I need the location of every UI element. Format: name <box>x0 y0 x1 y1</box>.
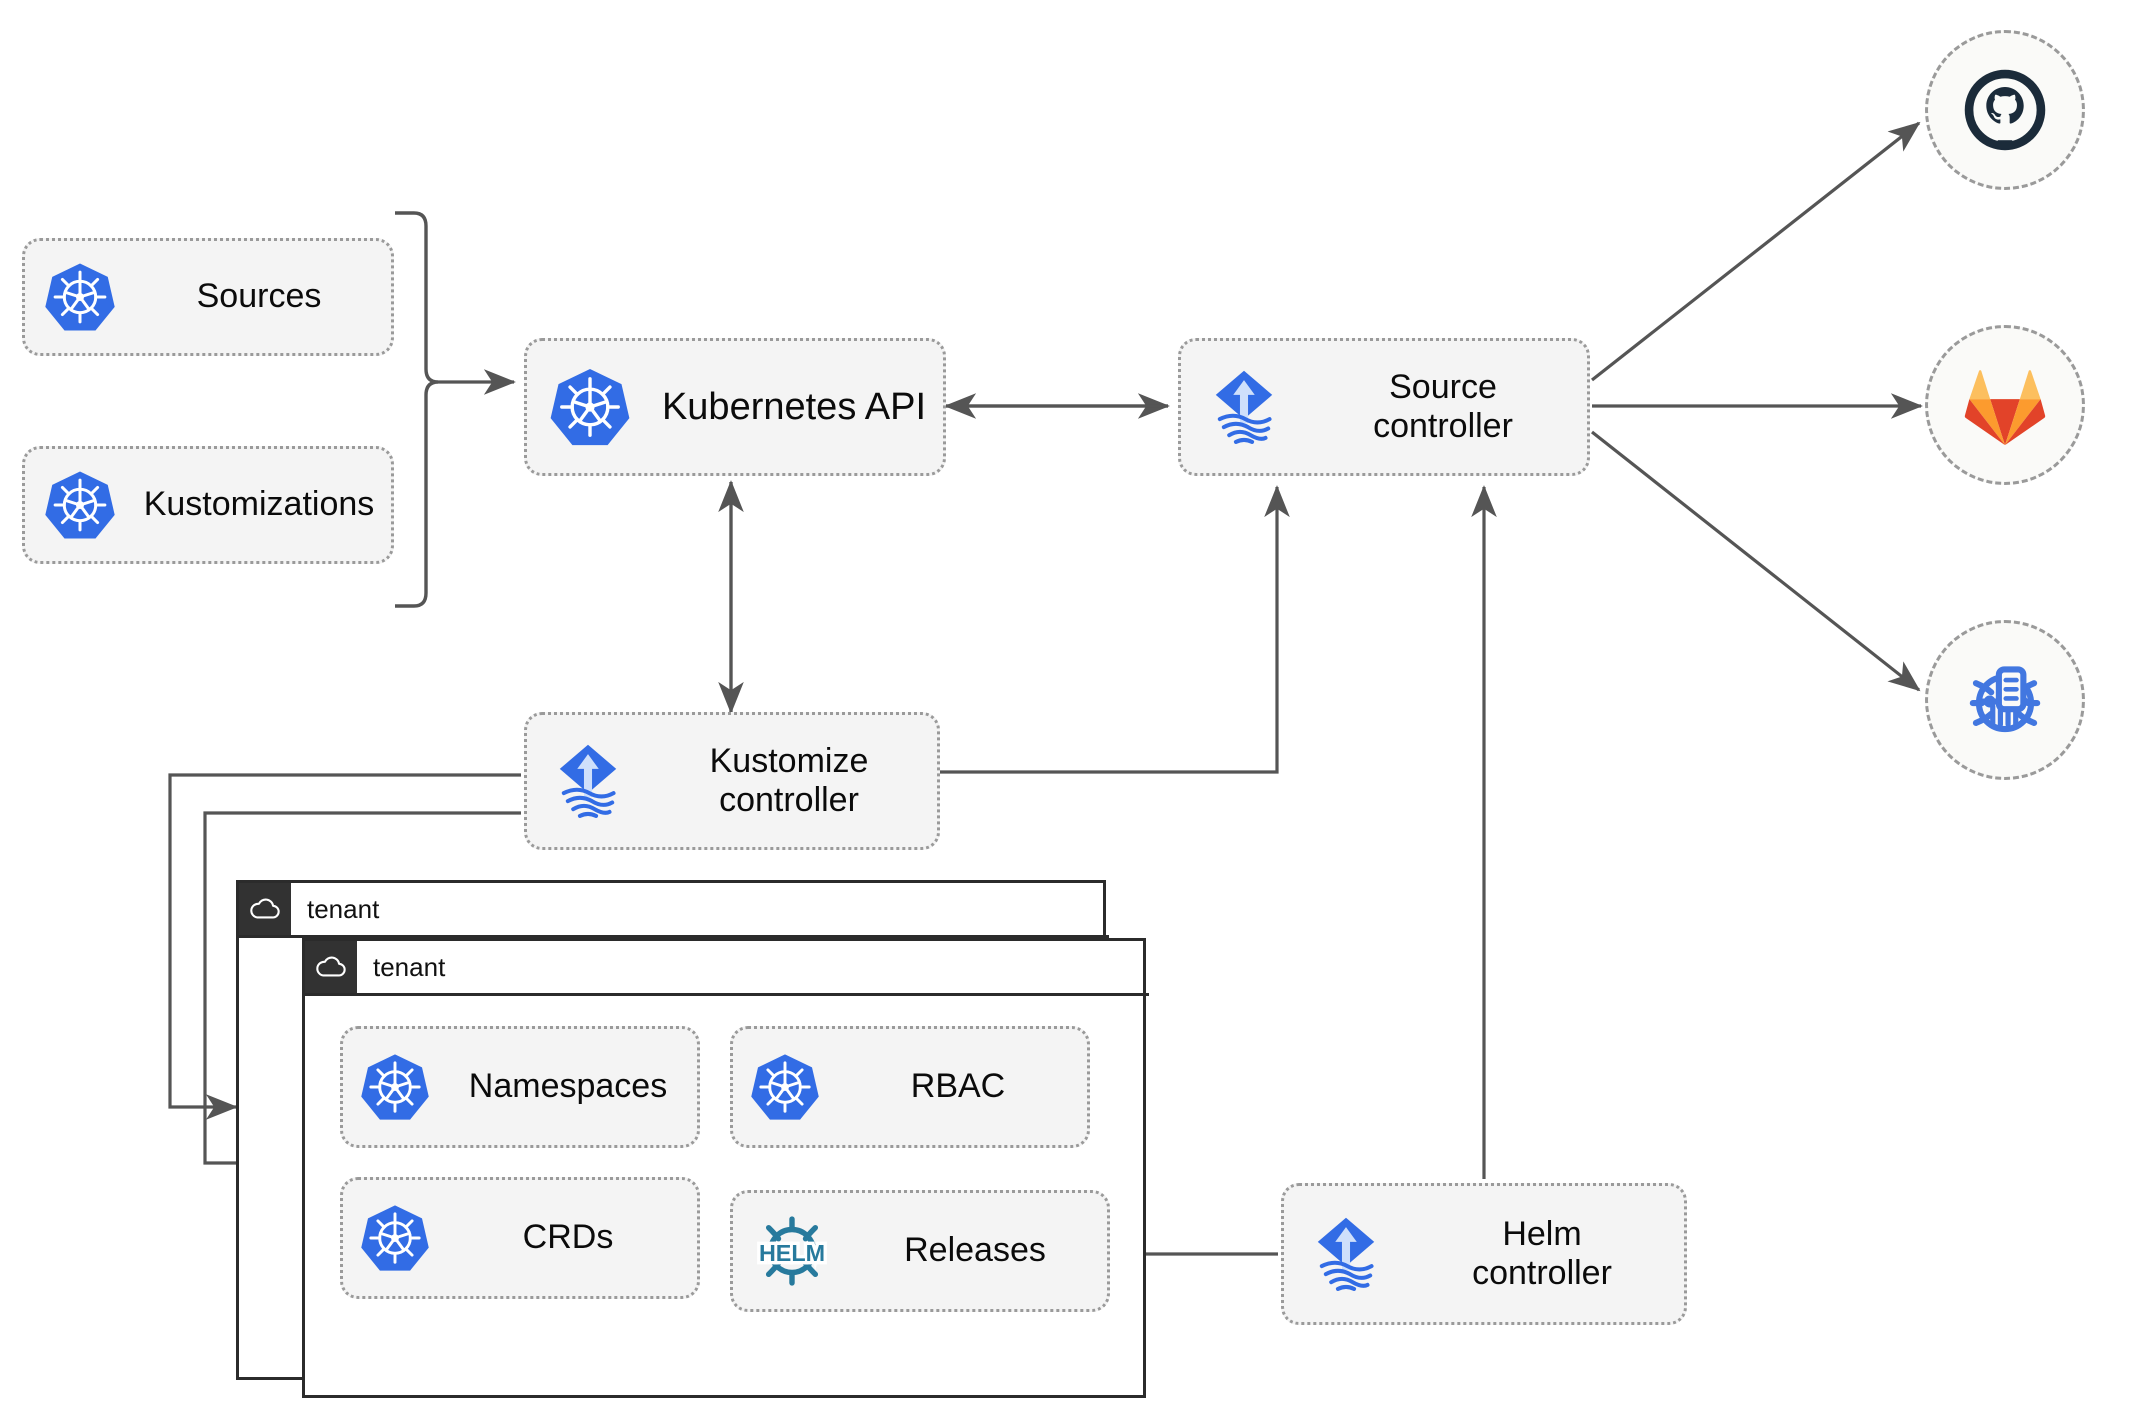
kubernetes-icon <box>343 1202 447 1274</box>
cloud-icon <box>305 941 357 993</box>
helm-repository-icon <box>1969 666 2041 733</box>
node-label-helm-controller: Helm controller <box>1472 1214 1612 1292</box>
flux-icon <box>1181 364 1307 450</box>
tenant-resource-namespaces[interactable]: Namespaces <box>340 1026 700 1148</box>
tenant-panel-front[interactable]: tenant <box>302 938 1149 1398</box>
node-helm-controller[interactable]: Helm controller <box>1281 1183 1687 1325</box>
tenant-resource-rbac[interactable]: RBAC <box>730 1026 1090 1148</box>
edge-brace-sources-kustomizations <box>395 211 439 608</box>
kubernetes-icon <box>343 1051 447 1123</box>
svg-text:HELM: HELM <box>759 1240 825 1266</box>
resource-label-sources: Sources <box>196 277 322 316</box>
provider-github[interactable] <box>1925 30 2085 190</box>
node-label-kustomize-controller: Kustomize controller <box>709 741 869 819</box>
tenant-back-divider <box>239 935 1109 938</box>
resource-box-sources[interactable]: Sources <box>22 238 394 356</box>
flux-icon <box>527 738 649 824</box>
tenant-resource-label-releases: Releases <box>904 1231 1046 1270</box>
node-label-kubernetes-api: Kubernetes API <box>661 385 927 428</box>
edge-kustomize-controller-to-source-controller <box>940 485 1290 774</box>
tenant-front-title: tenant <box>373 951 446 982</box>
tenant-resource-crds[interactable]: CRDs <box>340 1177 700 1299</box>
kubernetes-icon <box>733 1051 837 1123</box>
edge-source-controller-to-github <box>1591 121 1921 382</box>
kubernetes-icon <box>25 468 135 542</box>
provider-gitlab[interactable] <box>1925 325 2085 485</box>
tenant-back-title: tenant <box>307 893 380 924</box>
tenant-resource-label-namespaces: Namespaces <box>468 1067 668 1106</box>
kubernetes-icon <box>527 365 653 449</box>
helm-icon: HELM <box>733 1211 851 1291</box>
tenant-resource-label-rbac: RBAC <box>910 1067 1006 1106</box>
edge-source-controller-to-helm-repo <box>1591 430 1921 692</box>
github-icon <box>1964 69 2046 151</box>
node-label-source-controller: Source controller <box>1373 367 1513 445</box>
gitlab-icon <box>1964 370 2046 446</box>
tenant-resource-label-crds: CRDs <box>522 1218 614 1257</box>
kubernetes-icon <box>25 260 135 334</box>
resource-box-kustomizations[interactable]: Kustomizations <box>22 446 394 564</box>
cloud-icon <box>239 883 291 935</box>
node-kubernetes-api[interactable]: Kubernetes API <box>524 338 946 476</box>
tenant-back-header: tenant <box>239 883 379 935</box>
node-kustomize-controller[interactable]: Kustomize controller <box>524 712 940 850</box>
provider-helm-repository[interactable] <box>1925 620 2085 780</box>
flux-icon <box>1284 1211 1408 1297</box>
tenant-front-header: tenant <box>305 941 445 993</box>
node-source-controller[interactable]: Source controller <box>1178 338 1590 476</box>
resource-label-kustomizations: Kustomizations <box>143 485 375 524</box>
tenant-front-divider <box>305 993 1149 996</box>
tenant-resource-releases[interactable]: HELM Releases <box>730 1190 1110 1312</box>
